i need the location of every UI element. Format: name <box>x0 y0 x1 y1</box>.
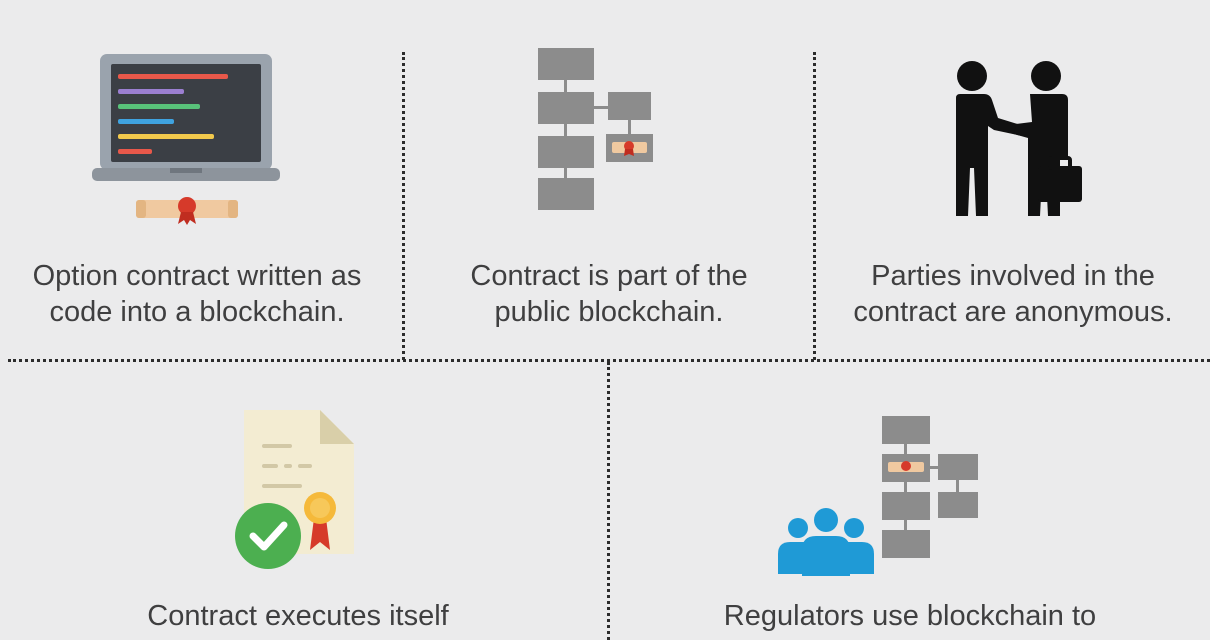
handshake-icon <box>956 61 1082 216</box>
panel-anonymous-parties: Parties involved in the contract are ano… <box>816 0 1210 360</box>
panel-public-blockchain: Contract is part of the public blockchai… <box>405 0 813 360</box>
panel-regulators: Regulators use blockchain to <box>610 362 1210 640</box>
divider-horizontal <box>8 359 1210 362</box>
caption-line: code into a blockchain. <box>49 296 345 328</box>
caption-line: Regulators use blockchain to <box>723 600 1097 632</box>
panel-contract-executes: Contract executes itself <box>0 362 607 640</box>
caption-line: Contract executes itself <box>147 600 449 632</box>
caption-regulators: Regulators use blockchain to <box>610 598 1210 634</box>
panel-code-into-blockchain: Option contract written as code into a b… <box>0 0 402 360</box>
divider-top-left <box>402 52 405 360</box>
caption-public-blockchain: Contract is part of the public blockchai… <box>405 258 813 330</box>
regulators-blockchain-icon <box>778 416 978 576</box>
caption-contract-executes: Contract executes itself <box>0 598 596 634</box>
caption-line: public blockchain. <box>494 296 724 328</box>
laptop-code-icon <box>92 54 280 225</box>
caption-line: Option contract written as <box>32 260 362 292</box>
caption-line: Contract is part of the <box>470 260 748 292</box>
caption-code-into-blockchain: Option contract written as code into a b… <box>0 258 394 330</box>
caption-anonymous-parties: Parties involved in the contract are ano… <box>816 258 1210 330</box>
divider-bottom-center <box>607 362 610 640</box>
blockchain-contract-icon <box>538 48 653 210</box>
caption-line: Parties involved in the <box>871 260 1155 292</box>
caption-line: contract are anonymous. <box>853 296 1173 328</box>
divider-top-right <box>813 52 816 360</box>
verified-document-icon <box>235 410 354 569</box>
